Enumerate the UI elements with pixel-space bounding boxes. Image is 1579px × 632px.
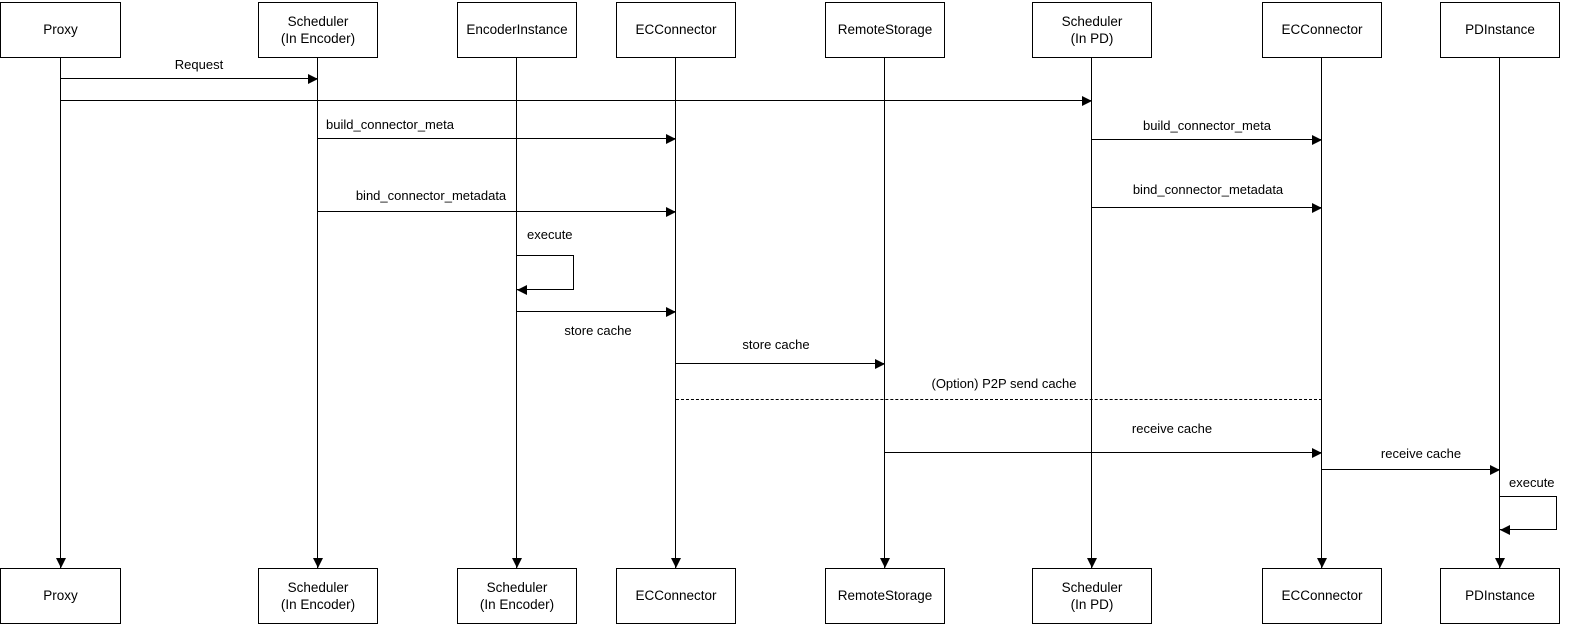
participant-name-remote: RemoteStorage (837, 22, 933, 38)
terminator-arrow-t-sched-pd (1087, 558, 1097, 568)
participant-sched-enc-b[interactable]: Scheduler (In Encoder) (258, 568, 378, 624)
terminator-arrow-t-encoder-inst (512, 558, 522, 568)
message-label-m-receive-2: receive cache (1380, 446, 1462, 461)
participant-sched-pd-b[interactable]: Scheduler (In PD) (1032, 568, 1152, 624)
participant-remote-b[interactable]: RemoteStorage (825, 568, 945, 624)
message-label-m-bind-left: bind_connector_metadata (355, 188, 507, 203)
participant-encoder-inst[interactable]: EncoderInstance (457, 2, 577, 58)
arrowhead-m-receive-1 (1312, 447, 1322, 458)
lifeline-ll-proxy (60, 58, 62, 568)
participant-pd-inst[interactable]: PDInstance (1440, 2, 1560, 58)
participant-name-ec-conn-b: ECConnector (1281, 22, 1363, 38)
message-line-m-request (61, 78, 318, 79)
message-line-m-bind-right (1092, 207, 1322, 208)
message-line-m-proxy-pd (61, 100, 1092, 101)
message-line-m-store-2 (676, 363, 885, 364)
message-line-m-build-right (1092, 139, 1322, 140)
message-label-m-request: Request (174, 57, 224, 72)
message-label-m-build-right: build_connector_meta (1143, 118, 1271, 133)
participant-name-ec-conn-a: ECConnector (635, 22, 717, 38)
message-label-m-build-left: build_connector_meta (326, 117, 454, 132)
arrowhead-m-proxy-pd (1082, 95, 1092, 106)
participant-subname-sched-pd: (In PD) (1070, 31, 1114, 46)
message-label-m-store-1: store cache (564, 323, 632, 338)
arrowhead-self-execute-encoder (517, 284, 527, 295)
participant-pd-inst-b[interactable]: PDInstance (1440, 568, 1560, 624)
participant-name-pd-inst-b: PDInstance (1465, 588, 1535, 604)
arrowhead-m-request (308, 73, 318, 84)
message-label-m-receive-1: receive cache (1131, 421, 1213, 436)
self-message-loop-self-execute-encoder (517, 255, 574, 290)
participant-name-pd-inst: PDInstance (1465, 22, 1535, 38)
arrowhead-m-build-right (1312, 134, 1322, 145)
participant-name-sched-enc: Scheduler (287, 13, 349, 29)
terminator-arrow-t-ec-conn-a (671, 558, 681, 568)
lifeline-ll-encoder-inst (516, 58, 518, 568)
terminator-arrow-t-pd-inst (1495, 558, 1505, 568)
message-label-m-p2p: (Option) P2P send cache (931, 376, 1077, 391)
self-message-loop-self-execute-pd (1500, 496, 1557, 530)
participant-subname-sched-pd-b: (In PD) (1070, 597, 1114, 612)
participant-sched-enc-c[interactable]: Scheduler (In Encoder) (457, 568, 577, 624)
arrowhead-m-bind-right (1312, 202, 1322, 213)
participant-subname-sched-enc: (In Encoder) (280, 31, 356, 46)
self-message-label-self-execute-encoder: execute (527, 227, 573, 242)
message-line-m-store-1 (517, 311, 676, 312)
terminator-arrow-t-remote (880, 558, 890, 568)
participant-name-remote-b: RemoteStorage (837, 588, 933, 604)
participant-ec-conn-b-b[interactable]: ECConnector (1262, 568, 1382, 624)
participant-remote[interactable]: RemoteStorage (825, 2, 945, 58)
participant-ec-conn-a[interactable]: ECConnector (616, 2, 736, 58)
participant-name-proxy-b: Proxy (43, 588, 78, 604)
participant-name-ec-conn-a-b: ECConnector (635, 588, 717, 604)
message-label-m-store-2: store cache (742, 337, 810, 352)
message-line-m-build-left (318, 138, 676, 139)
lifeline-ll-sched-enc (317, 58, 319, 568)
participant-name-ec-conn-b-b: ECConnector (1281, 588, 1363, 604)
participant-ec-conn-a-b[interactable]: ECConnector (616, 568, 736, 624)
arrowhead-m-build-left (666, 133, 676, 144)
participant-name-encoder-inst: EncoderInstance (466, 22, 568, 38)
participant-sched-enc[interactable]: Scheduler (In Encoder) (258, 2, 378, 58)
lifeline-ll-pd-inst (1499, 58, 1501, 568)
participant-proxy-b[interactable]: Proxy (0, 568, 121, 624)
participant-subname-sched-enc-b: (In Encoder) (280, 597, 356, 612)
participant-proxy[interactable]: Proxy (0, 2, 121, 58)
participant-name-sched-pd: Scheduler (1061, 13, 1123, 29)
participant-name-sched-enc-b: Scheduler (287, 579, 349, 595)
message-label-m-bind-right: bind_connector_metadata (1132, 182, 1284, 197)
participant-name-sched-enc-c: Scheduler (486, 579, 548, 595)
lifeline-ll-sched-pd (1091, 58, 1093, 568)
lifeline-ll-remote (884, 58, 886, 568)
terminator-arrow-t-sched-enc (313, 558, 323, 568)
lifeline-ll-ec-conn-b (1321, 58, 1323, 568)
terminator-arrow-t-ec-conn-b (1317, 558, 1327, 568)
arrowhead-m-receive-2 (1490, 464, 1500, 475)
self-message-label-self-execute-pd: execute (1509, 475, 1555, 490)
participant-name-sched-pd-b: Scheduler (1061, 579, 1123, 595)
message-line-m-bind-left (318, 211, 676, 212)
participant-ec-conn-b[interactable]: ECConnector (1262, 2, 1382, 58)
participant-name-proxy: Proxy (43, 22, 78, 38)
arrowhead-self-execute-pd (1500, 524, 1510, 535)
participant-sched-pd[interactable]: Scheduler (In PD) (1032, 2, 1152, 58)
arrowhead-m-store-1 (666, 306, 676, 317)
arrowhead-m-store-2 (875, 358, 885, 369)
arrowhead-m-bind-left (666, 206, 676, 217)
message-line-m-receive-2 (1322, 469, 1500, 470)
participant-subname-sched-enc-c: (In Encoder) (479, 597, 555, 612)
terminator-arrow-t-proxy (56, 558, 66, 568)
message-line-m-p2p (676, 399, 1322, 400)
message-line-m-receive-1 (885, 452, 1322, 453)
